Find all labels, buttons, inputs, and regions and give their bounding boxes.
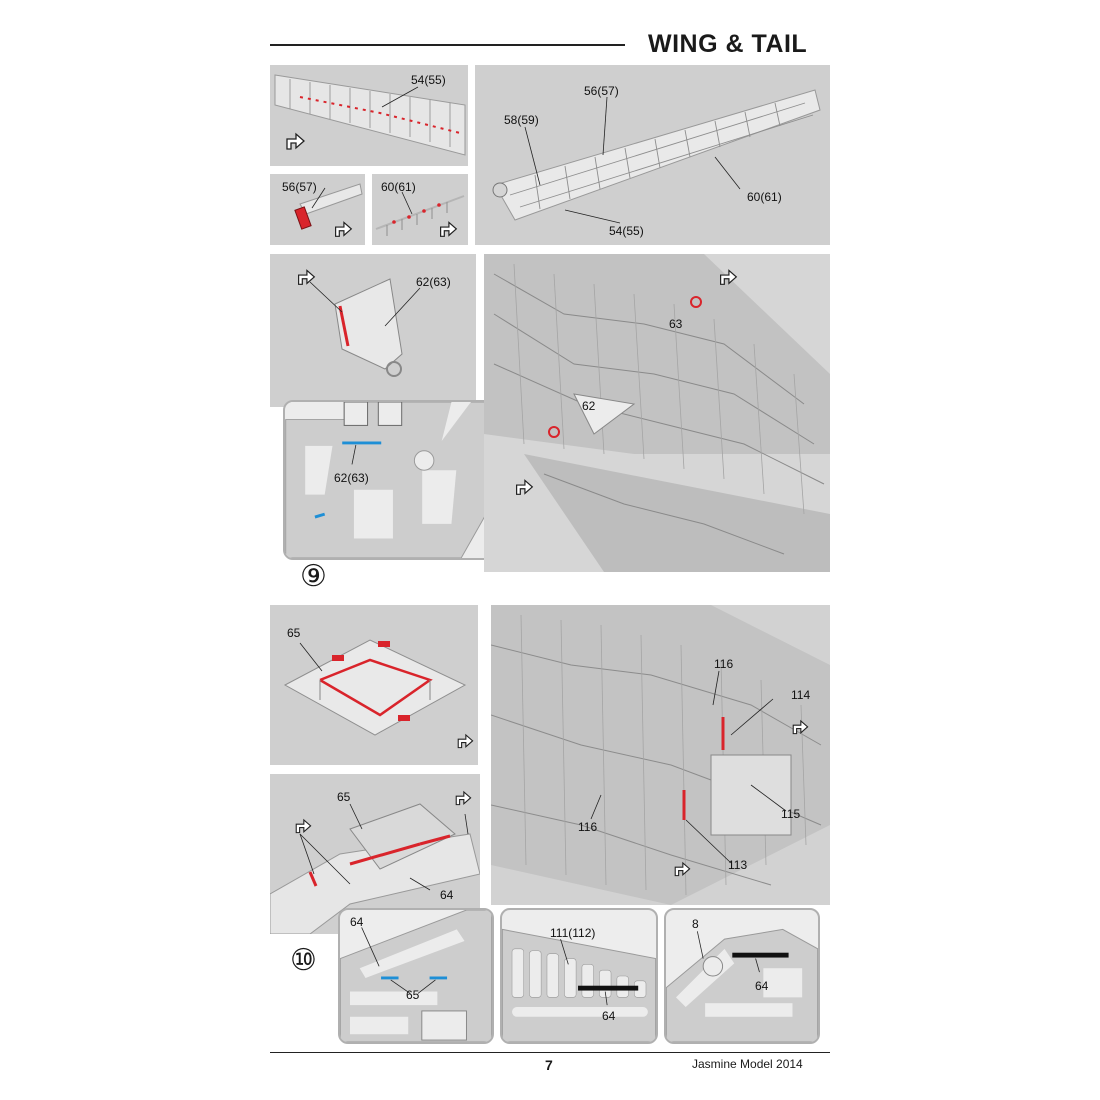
wing-skeleton-photo: 56(57) 58(59) 60(61) 54(55) — [475, 65, 830, 245]
inset-62-diagram: 62(63) — [283, 400, 497, 560]
part-60-photo: 60(61) — [372, 174, 468, 245]
inset-8-diagram: 8 64 — [664, 908, 820, 1044]
label-116-bottom: 116 — [578, 820, 598, 834]
step-9-number: ⑨ — [300, 560, 327, 593]
label-60-61-small: 60(61) — [381, 180, 416, 194]
label-64-inset2: 64 — [602, 1009, 616, 1023]
fuselage-photo-step10: 116 114 115 116 113 — [491, 605, 830, 905]
label-64-wing: 64 — [440, 888, 454, 902]
wing-strip-photo: 54(55) — [270, 65, 468, 166]
label-60-61-big: 60(61) — [747, 190, 782, 204]
label-113: 113 — [728, 858, 748, 872]
fold-arrow-icon — [512, 474, 536, 498]
frame-wing-photo: 65 64 — [270, 774, 480, 934]
label-115: 115 — [781, 807, 801, 821]
label-54-55-big: 54(55) — [609, 224, 644, 238]
footer-rule — [270, 1052, 830, 1053]
label-8: 8 — [692, 917, 699, 931]
page-title: WING & TAIL — [648, 30, 808, 58]
footer-brand: Jasmine Model 2014 — [692, 1057, 803, 1071]
inset-64-65-diagram: 64 65 — [338, 908, 494, 1044]
step-10-number: ⑩ — [290, 944, 317, 977]
inset-111-diagram: 111(112) 64 — [500, 908, 658, 1044]
label-65-inset1: 65 — [406, 988, 420, 1002]
fold-arrow-icon — [436, 216, 460, 240]
fuselage-photo-step9: 63 62 — [484, 254, 830, 572]
label-65-frame: 65 — [287, 626, 301, 640]
bracket-62-photo: 62(63) — [270, 254, 476, 407]
fold-arrow-icon — [292, 814, 314, 836]
frame-65-photo: 65 — [270, 605, 478, 765]
label-62-63-photo: 62(63) — [416, 275, 451, 289]
fold-arrow-icon — [282, 127, 308, 153]
label-114: 114 — [791, 688, 811, 702]
label-116-top: 116 — [714, 657, 734, 671]
label-65-wing: 65 — [337, 790, 351, 804]
fold-arrow-icon — [671, 857, 693, 879]
label-54-55: 54(55) — [411, 73, 446, 87]
label-56-57-big: 56(57) — [584, 84, 619, 98]
part-56-photo: 56(57) — [270, 174, 365, 245]
fold-arrow-icon — [789, 715, 811, 737]
label-62-photo: 62 — [582, 399, 596, 413]
label-64-inset3: 64 — [755, 979, 769, 993]
label-58-59: 58(59) — [504, 113, 539, 127]
label-62-63-inset: 62(63) — [334, 471, 369, 485]
page-number: 7 — [545, 1057, 553, 1073]
label-56-57-small: 56(57) — [282, 180, 317, 194]
fold-arrow-icon — [294, 264, 318, 288]
label-111-112: 111(112) — [550, 926, 596, 940]
label-64-inset1: 64 — [350, 915, 364, 929]
fold-arrow-icon — [452, 786, 474, 808]
fold-arrow-icon — [331, 216, 355, 240]
header-rule — [270, 44, 625, 46]
fold-arrow-icon — [716, 264, 740, 288]
fold-arrow-icon — [454, 729, 476, 751]
label-63-photo: 63 — [669, 317, 683, 331]
